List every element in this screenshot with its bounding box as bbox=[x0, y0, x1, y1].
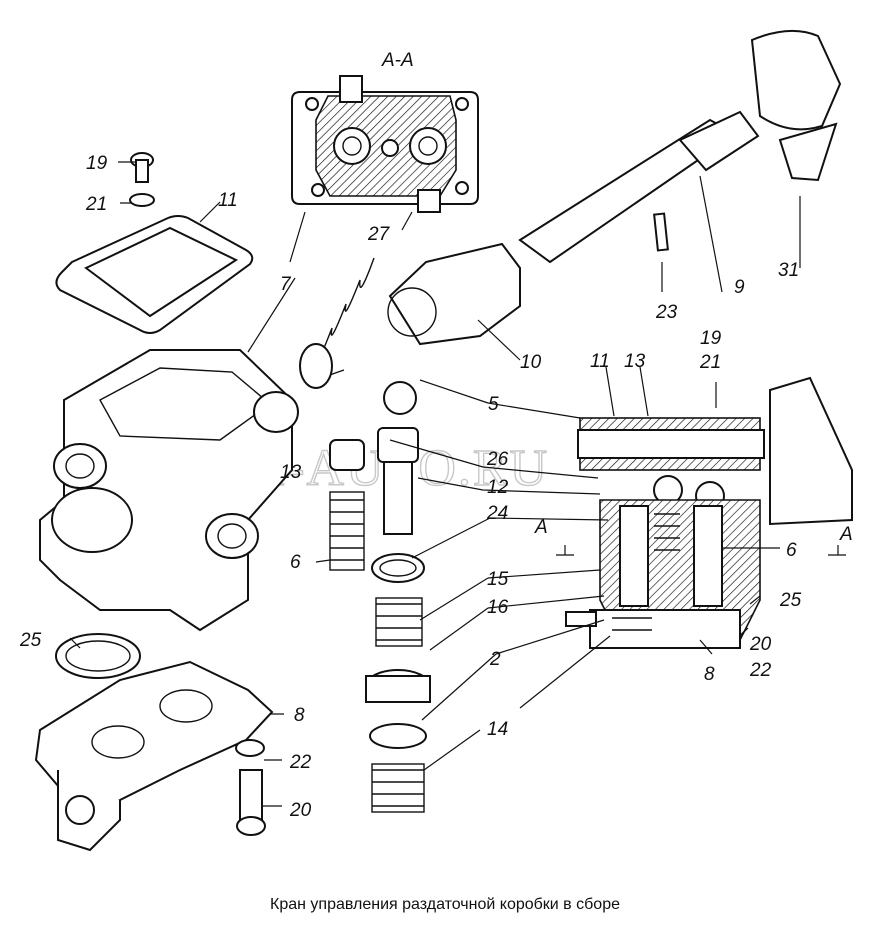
cover-part-11 bbox=[55, 152, 254, 334]
callout-21-right: 21 bbox=[699, 352, 721, 373]
callout-12: 12 bbox=[487, 477, 509, 498]
callout-31: 31 bbox=[778, 260, 799, 281]
callout-labels: 19 21 11 7 27 А-А 23 9 31 10 5 13 26 12 … bbox=[19, 50, 802, 821]
callout-20-left: 20 bbox=[289, 800, 312, 821]
callout-19-right: 19 bbox=[700, 328, 722, 349]
small-parts-column bbox=[299, 257, 431, 813]
callout-24: 24 bbox=[486, 503, 508, 524]
callout-9: 9 bbox=[734, 277, 745, 298]
callout-15: 15 bbox=[487, 569, 509, 590]
callout-13-left: 13 bbox=[280, 462, 302, 483]
callout-21-left: 21 bbox=[85, 194, 107, 215]
housing-part-7 bbox=[39, 349, 299, 632]
callout-16: 16 bbox=[487, 597, 509, 618]
callout-22-right: 22 bbox=[749, 660, 772, 681]
section-mark-left: А bbox=[534, 517, 548, 538]
callout-7: 7 bbox=[280, 274, 292, 295]
callout-19-left: 19 bbox=[86, 153, 108, 174]
section-aa-view bbox=[291, 75, 479, 213]
callout-23: 23 bbox=[655, 302, 678, 323]
callout-8-left: 8 bbox=[294, 705, 305, 726]
base-plate-part-8 bbox=[34, 633, 274, 852]
callout-11-left: 11 bbox=[218, 190, 238, 211]
callout-11-right: 11 bbox=[590, 351, 610, 372]
section-title: А-А bbox=[381, 50, 414, 71]
callout-25-left: 25 bbox=[19, 630, 42, 651]
callout-5: 5 bbox=[488, 394, 499, 415]
callout-27: 27 bbox=[367, 224, 391, 245]
assembly-cross-section bbox=[565, 417, 765, 649]
callout-8-right: 8 bbox=[704, 664, 715, 685]
callout-10: 10 bbox=[520, 352, 542, 373]
section-mark-right: А bbox=[839, 524, 853, 545]
callout-26: 26 bbox=[486, 449, 509, 470]
callout-2: 2 bbox=[489, 649, 501, 670]
callout-13-right: 13 bbox=[624, 351, 646, 372]
shaft-assembly bbox=[387, 29, 853, 526]
callout-14: 14 bbox=[487, 719, 508, 740]
callout-20-right: 20 bbox=[749, 634, 772, 655]
callout-6-left: 6 bbox=[290, 552, 301, 573]
callout-25-right: 25 bbox=[779, 590, 802, 611]
leader-lines bbox=[69, 161, 801, 807]
callout-6-right: 6 bbox=[786, 540, 797, 561]
figure-caption: Кран управления раздаточной коробки в сб… bbox=[270, 896, 620, 913]
section-markers: А А bbox=[534, 517, 853, 556]
callout-22-left: 22 bbox=[289, 752, 312, 773]
